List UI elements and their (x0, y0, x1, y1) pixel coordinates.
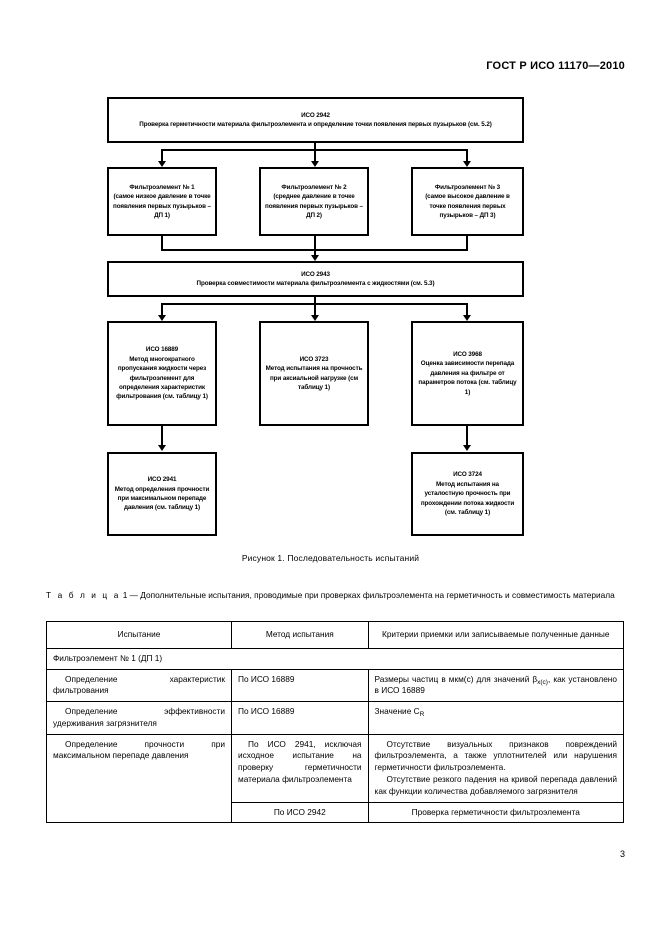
arrowhead-e3 (463, 161, 471, 167)
connector-branch-e2 (314, 149, 316, 163)
criteria-paragraph-1: Отсутствие визуальных признаков поврежде… (374, 738, 617, 773)
arrowhead-iso3968 (463, 315, 471, 321)
connector-iso16889-down (161, 426, 163, 447)
table-row: Определение характеристик фильтрования П… (45, 668, 625, 703)
flow-node-iso3724-title: ИСО 3724 (453, 471, 482, 479)
table-title: Т а б л и ц а 1 — Дополнительные испытан… (46, 589, 624, 601)
table-row: По ИСО 2942 Проверка герметичности фильт… (47, 801, 625, 824)
connector-e3-down (466, 236, 468, 250)
arrowhead-iso3723 (311, 315, 319, 321)
cell-method: По ИСО 2942 (231, 801, 369, 824)
flow-node-iso2941: ИСО 2941 Метод определения прочности при… (107, 452, 217, 536)
connector-to-iso2943 (314, 249, 316, 257)
column-header-method: Метод испытания (231, 621, 369, 649)
arrowhead-iso3724 (463, 445, 471, 451)
table-section-row: Фильтроэлемент № 1 (ДП 1) (46, 647, 624, 670)
column-header-test: Испытание (45, 621, 233, 649)
flow-node-element3-body: (самое высокое давление в точке появлени… (425, 193, 510, 219)
table-title-number: 1 (122, 590, 128, 600)
flow-node-iso2942-body: Проверка герметичности материала фильтро… (139, 121, 492, 128)
connector-branch-iso3723 (314, 303, 316, 317)
flow-node-element3-title: Фильтроэлемент № 3 (434, 183, 501, 191)
table-header-row: Испытание Метод испытания Критерии прием… (45, 621, 625, 649)
connector-iso3968-down (466, 426, 468, 447)
cell-test: Определение эффективности удерживания за… (45, 701, 233, 735)
criteria-text-pre: Размеры частиц в мкм(с) для значений β (374, 673, 538, 684)
cell-criteria: Значение CR (367, 701, 625, 735)
table-title-text: — Дополнительные испытания, проводимые п… (129, 590, 615, 600)
connector-branch-e3 (466, 149, 468, 163)
arrowhead-e2 (311, 161, 319, 167)
criteria-text-post: , как установлено в ИСО 16889 (374, 673, 617, 696)
flow-node-iso2942-title: ИСО 2942 (301, 111, 330, 119)
cell-criteria: Проверка герметичности фильтроэлемента (367, 801, 625, 824)
arrowhead-iso16889 (158, 315, 166, 321)
criteria-paragraph-2: Отсутствие резкого падения на кривой пер… (374, 774, 617, 796)
flow-node-iso2941-body: Метод определения прочности при максимал… (114, 485, 210, 512)
flow-node-element1-title: Фильтроэлемент № 1 (129, 183, 195, 191)
additional-tests-table: Испытание Метод испытания Критерии прием… (45, 621, 625, 824)
column-header-criteria: Критерии приемки или записываемые получе… (367, 621, 625, 649)
table-section-label: Фильтроэлемент № 1 (ДП 1) (46, 647, 624, 670)
page-header: ГОСТ Р ИСО 11170—2010 (486, 60, 625, 72)
flow-node-iso3723-body: Метод испытания на прочность при аксиаль… (265, 365, 363, 391)
flow-node-iso3724: ИСО 3724 Метод испытания на усталостную … (411, 452, 524, 536)
cell-method: По ИСО 2941, исключая исходное испытание… (231, 733, 369, 803)
arrowhead-iso2943 (311, 255, 319, 261)
criteria-text-pre: Значение C (374, 706, 420, 717)
criteria-subscript: x(c) (537, 678, 548, 686)
flow-node-iso2943: ИСО 2943 Проверка совместимости материал… (107, 261, 524, 297)
flow-node-element1-body: (самое низкое давление в точке появления… (113, 193, 211, 219)
table-title-label: Т а б л и ц а (46, 590, 121, 600)
flow-node-iso2941-title: ИСО 2941 (147, 476, 177, 484)
flow-node-iso2943-body: Проверка совместимости материала фильтро… (196, 280, 435, 287)
flow-node-iso16889: ИСО 16889 Метод многократного пропускани… (107, 321, 217, 426)
connector-iso2942-down (314, 143, 316, 151)
test-sequence-flowchart: ИСО 2942 Проверка герметичности материал… (107, 97, 524, 536)
connector-branch-iso3968 (466, 303, 468, 317)
cell-criteria: Отсутствие визуальных признаков поврежде… (367, 733, 625, 803)
arrowhead-e1 (158, 161, 166, 167)
flow-node-element1: Фильтроэлемент № 1 (самое низкое давлени… (107, 167, 217, 236)
arrowhead-iso2941 (158, 445, 166, 451)
flow-node-iso2943-title: ИСО 2943 (301, 270, 330, 278)
cell-test: Определение прочности при максимальном п… (45, 733, 233, 824)
cell-criteria: Размеры частиц в мкм(с) для значений βx(… (367, 668, 625, 703)
connector-e1-down (161, 236, 163, 250)
flow-node-iso2942: ИСО 2942 Проверка герметичности материал… (107, 97, 524, 143)
flow-node-iso3968-title: ИСО 3968 (453, 350, 482, 358)
flow-node-iso16889-body: Метод многократного пропускания жидкости… (116, 355, 208, 401)
connector-branch-e1 (161, 149, 163, 163)
flow-node-iso3723: ИСО 3723 Метод испытания на прочность пр… (259, 321, 369, 426)
cell-method: По ИСО 16889 (231, 701, 369, 735)
connector-branch-iso16889 (161, 303, 163, 317)
connector-e2-down (314, 236, 316, 250)
flow-node-iso3968-body: Оценка зависимости перепада давления на … (418, 360, 517, 396)
flow-node-element2-body: (среднее давление в точке появления перв… (265, 193, 363, 219)
page-number: 3 (619, 849, 625, 859)
flow-node-iso3968: ИСО 3968 Оценка зависимости перепада дав… (411, 321, 524, 426)
cell-method: По ИСО 16889 (231, 668, 369, 703)
flow-node-element2-title: Фильтроэлемент № 2 (281, 183, 347, 191)
flow-node-iso3723-title: ИСО 3723 (299, 355, 329, 363)
cell-test: Определение характеристик фильтрования (45, 668, 233, 703)
figure-caption: Рисунок 1. Последовательность испытаний (241, 553, 420, 563)
table-row: Определение эффективности удерживания за… (45, 701, 625, 735)
flow-node-iso3724-body: Метод испытания на усталостную прочность… (420, 480, 515, 517)
flow-node-element3: Фильтроэлемент № 3 (самое высокое давлен… (411, 167, 524, 236)
flow-node-iso16889-title: ИСО 16889 (145, 346, 179, 354)
connector-iso2943-down (314, 297, 316, 305)
criteria-subscript: R (419, 711, 425, 719)
flow-node-element2: Фильтроэлемент № 2 (среднее давление в т… (259, 167, 369, 236)
table-row: Определение прочности при максимальном п… (45, 733, 625, 824)
